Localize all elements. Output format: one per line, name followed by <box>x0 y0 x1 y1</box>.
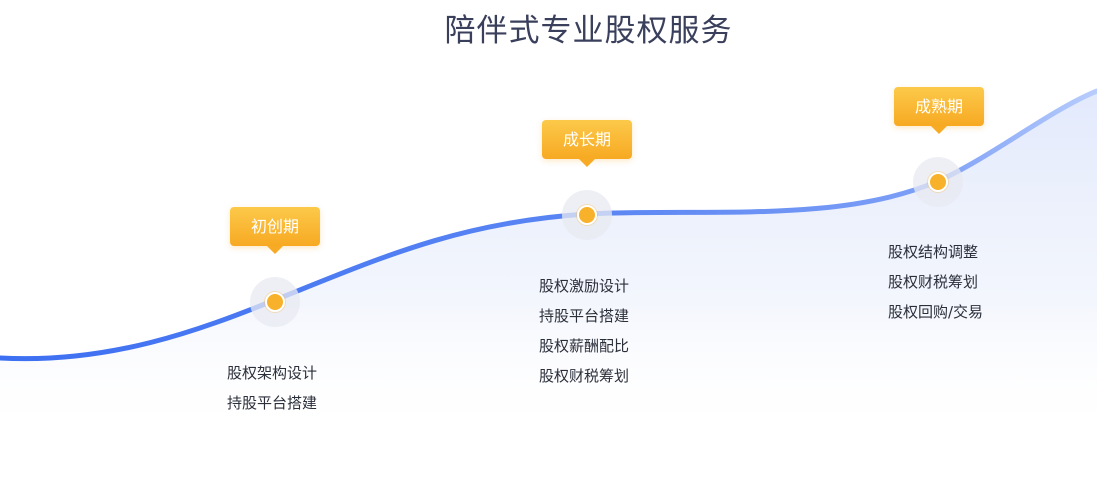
stage-node-growth <box>562 190 612 240</box>
list-item: 股权结构调整 <box>888 243 979 261</box>
list-item: 持股平台搭建 <box>227 394 318 412</box>
stage-node-startup <box>250 277 300 327</box>
stage-node-mature <box>913 157 963 207</box>
stage-badge-growth: 成长期 <box>542 120 632 167</box>
list-item: 持股平台搭建 <box>539 307 630 325</box>
list-item: 股权回购/交易 <box>888 303 984 321</box>
stage-dot-icon <box>265 292 285 312</box>
list-item: 股权财税筹划 <box>539 367 630 385</box>
curve-area <box>0 91 1097 440</box>
stage-items-startup: 股权架构设计 持股平台搭建 <box>227 358 317 418</box>
page-title: 陪伴式专业股权服务 <box>444 13 733 49</box>
list-item: 股权薪酬配比 <box>539 337 630 355</box>
stage-badge-startup: 初创期 <box>230 207 320 254</box>
stage-dot-icon <box>928 172 948 192</box>
stage-items-mature: 股权结构调整 股权财税筹划 股权回购/交易 <box>888 237 983 327</box>
stage-badge-mature: 成熟期 <box>894 87 984 134</box>
list-item: 股权激励设计 <box>539 277 630 295</box>
list-item: 股权财税筹划 <box>888 273 979 291</box>
stage-items-growth: 股权激励设计 持股平台搭建 股权薪酬配比 股权财税筹划 <box>539 271 629 391</box>
stage-dot-icon <box>577 205 597 225</box>
list-item: 股权架构设计 <box>227 364 318 382</box>
